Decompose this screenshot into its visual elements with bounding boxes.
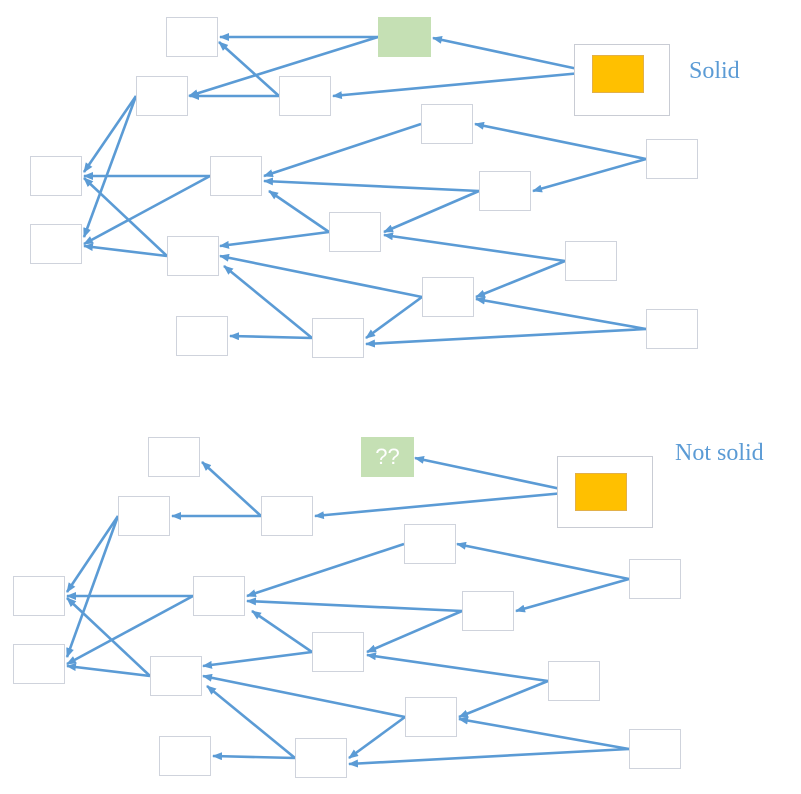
not-solid-node-b-j xyxy=(312,632,364,672)
solid-node-t-n xyxy=(646,309,698,349)
solid-node-t-i xyxy=(30,224,82,264)
not-solid-edge-17 xyxy=(66,663,151,678)
solid-node-t-e xyxy=(646,139,698,179)
not-solid-edge-20 xyxy=(202,673,406,719)
not-solid-edge-25 xyxy=(206,684,296,760)
solid-edge-25 xyxy=(365,295,423,340)
solid-edge-20 xyxy=(383,232,566,263)
not-solid-edge-6 xyxy=(65,515,120,658)
solid-edge-15 xyxy=(83,174,211,246)
not-solid-goal-node: ?? xyxy=(361,437,414,477)
not-solid-source-node xyxy=(575,473,627,511)
solid-node-t-f xyxy=(30,156,82,196)
not-solid-edge-14 xyxy=(251,609,313,654)
solid-edge-26 xyxy=(229,332,313,341)
solid-node-t-c xyxy=(279,76,331,116)
solid-node-t-o xyxy=(176,316,228,356)
solid-edge-17 xyxy=(219,230,330,249)
solid-source-node xyxy=(592,55,644,93)
solid-node-t-m xyxy=(422,277,474,317)
not-solid-edge-13 xyxy=(66,594,194,666)
solid-node-t-d xyxy=(421,104,473,144)
not-solid-edge-11 xyxy=(366,609,463,654)
not-solid-edge-10 xyxy=(246,597,463,613)
solid-node-t-l xyxy=(565,241,617,281)
not-solid-edge-21 xyxy=(458,716,630,751)
not-solid-edge-7 xyxy=(246,542,405,598)
not-solid-edge-8 xyxy=(456,541,630,581)
not-solid-node-b-l xyxy=(548,661,600,701)
not-solid-node-b-e xyxy=(629,559,681,599)
not-solid-edge-19 xyxy=(458,679,549,719)
not-solid-node-b-b xyxy=(118,496,170,536)
not-solid-edge-22 xyxy=(348,747,630,768)
solid-node-t-k xyxy=(167,236,219,276)
solid-edge-22 xyxy=(219,253,423,299)
not-solid-node-b-n xyxy=(629,729,681,769)
solid-edge-9 xyxy=(263,122,422,178)
not-solid-node-b-p xyxy=(295,738,347,778)
solid-node-t-g xyxy=(210,156,262,196)
not-solid-node-b-m xyxy=(405,697,457,737)
solid-edge-10 xyxy=(474,121,647,161)
not-solid-edge-2 xyxy=(201,461,262,517)
not-solid-node-b-h xyxy=(462,591,514,631)
solid-edge-8 xyxy=(82,95,138,238)
not-solid-edge-16 xyxy=(66,597,151,677)
not-solid-node-b-c xyxy=(261,496,313,536)
solid-edge-4 xyxy=(218,41,280,97)
not-solid-edge-15 xyxy=(202,650,313,669)
not-solid-edge-1 xyxy=(414,455,576,494)
solid-goal-node xyxy=(378,17,431,57)
not-solid-node-b-f xyxy=(13,576,65,616)
not-solid-edge-4 xyxy=(314,490,576,520)
not-solid-node-b-i xyxy=(13,644,65,684)
solid-caption: Solid xyxy=(689,58,740,84)
not-solid-edge-9 xyxy=(515,577,630,613)
solid-edge-16 xyxy=(268,189,330,234)
solid-edge-13 xyxy=(383,189,480,234)
solid-node-t-j xyxy=(329,212,381,252)
not-solid-edge-23 xyxy=(348,715,406,760)
solid-edge-19 xyxy=(83,243,168,258)
not-solid-node-b-d xyxy=(404,524,456,564)
solid-edge-7 xyxy=(82,95,138,173)
solid-node-t-h xyxy=(479,171,531,211)
solid-edge-24 xyxy=(365,327,647,348)
solid-edge-18 xyxy=(83,177,168,257)
not-solid-edge-24 xyxy=(212,752,296,761)
not-solid-node-b-o xyxy=(159,736,211,776)
solid-edge-1 xyxy=(432,35,593,74)
solid-edge-23 xyxy=(475,296,647,331)
solid-node-t-a xyxy=(166,17,218,57)
solid-node-t-b xyxy=(136,76,188,116)
solid-edge-27 xyxy=(223,264,313,340)
solid-edge-11 xyxy=(532,157,647,193)
solid-edge-3 xyxy=(188,35,379,98)
not-solid-edge-18 xyxy=(366,652,549,683)
solid-edge-21 xyxy=(475,259,566,299)
not-solid-caption: Not solid xyxy=(675,440,764,466)
solid-edge-5 xyxy=(332,70,593,100)
not-solid-edge-5 xyxy=(65,515,120,593)
not-solid-node-b-k xyxy=(150,656,202,696)
solid-edge-12 xyxy=(263,177,480,193)
not-solid-node-b-g xyxy=(193,576,245,616)
not-solid-node-b-a xyxy=(148,437,200,477)
solid-node-t-p xyxy=(312,318,364,358)
